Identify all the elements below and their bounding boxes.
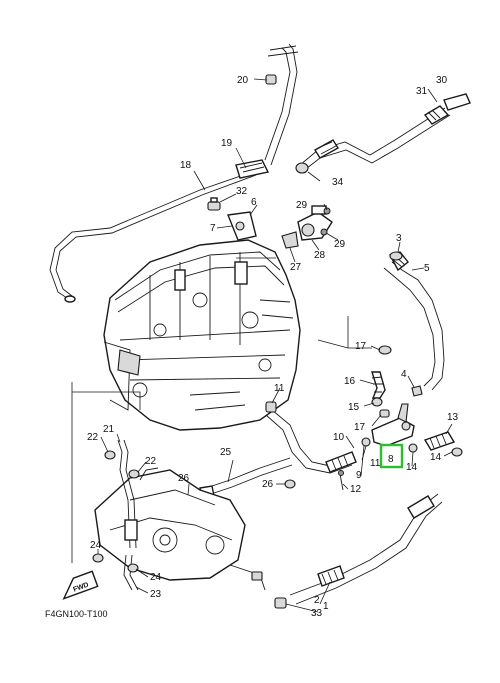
hose-13[interactable] [423,431,456,451]
fitting-6[interactable] [227,211,257,241]
tee-joint[interactable] [371,403,415,447]
callout-17a: 17 [355,341,367,352]
callout-numbers: 20 30 31 19 18 34 32 6 7 29 29 28 27 3 5… [87,75,459,619]
callout-25: 25 [220,447,232,458]
callout-30: 30 [436,75,448,86]
hose-25[interactable] [199,457,293,499]
clamp-33[interactable] [274,597,287,609]
hose-16[interactable] [371,371,386,399]
callout-7: 7 [210,223,216,234]
fitting-27[interactable] [281,231,299,249]
callout-29a: 29 [296,200,308,211]
callout-1: 1 [323,601,329,612]
callout-24a: 24 [90,540,102,551]
bolt-29[interactable] [320,207,331,236]
callout-26a: 26 [178,473,190,484]
callout-29b: 29 [334,239,346,250]
callout-23: 23 [150,589,162,600]
callout-9: 9 [356,470,362,481]
fwd-arrow-icon: FWD [62,570,99,600]
callout-17b: 17 [354,422,366,433]
callout-22a: 22 [87,432,99,443]
callout-11a: 11 [274,383,285,394]
callout-3: 3 [396,233,402,244]
callout-10: 10 [333,432,345,443]
hose-5[interactable] [383,251,445,391]
callout-22b: 22 [145,456,157,467]
callout-24b: 24 [150,572,162,583]
clamp-24-left[interactable] [92,553,104,563]
pipe-21[interactable] [117,439,138,549]
callout-16: 16 [344,376,356,387]
hose-19[interactable] [235,43,299,179]
callout-13: 13 [447,412,459,423]
leader-lines [97,78,453,613]
pipe-2[interactable] [289,493,443,605]
callout-2: 2 [314,595,320,606]
hose-23[interactable] [123,554,139,591]
callout-32: 32 [236,186,248,197]
callout-14b: 14 [430,452,442,463]
hose-31[interactable] [299,93,471,173]
callout-5: 5 [424,263,430,274]
callout-21: 21 [103,424,115,435]
hose-10[interactable] [325,451,357,473]
highlight-box-part-8 [379,443,404,469]
pump-housing [94,467,266,591]
clamp-15[interactable] [371,397,383,407]
callout-14a: 14 [406,462,418,473]
callout-26b: 26 [262,479,274,490]
clamp-22-upper[interactable] [104,450,116,460]
callout-33: 33 [311,608,323,619]
clamp-14-right[interactable] [451,447,463,457]
callout-28: 28 [314,250,326,261]
clamp-3[interactable] [389,251,403,261]
diagram-code: F4GN100-T100 [45,609,108,619]
callout-8: 8 [388,454,394,465]
callout-18: 18 [180,160,192,171]
clamp-34[interactable] [295,162,309,174]
callout-34: 34 [332,177,344,188]
callout-15: 15 [348,402,360,413]
callout-19: 19 [221,138,233,149]
clamp-14-left[interactable] [408,443,418,453]
callout-12: 12 [350,484,362,495]
callout-20: 20 [237,75,249,86]
clamp-24-right[interactable] [127,563,139,573]
callout-27: 27 [290,262,302,273]
reference-lines [71,257,372,563]
sensor-32[interactable] [207,197,221,211]
clamp-17-upper[interactable] [378,345,392,355]
hose-18[interactable] [49,169,259,303]
engine-block [103,239,301,431]
callout-31: 31 [416,86,428,97]
clamp-9[interactable] [361,437,371,447]
bolt-12[interactable] [338,470,344,491]
callout-11b: 11 [370,458,381,469]
clamp-17-lower[interactable] [379,409,390,418]
bracket-4[interactable] [411,385,423,397]
clamp-22-lower[interactable] [128,469,140,479]
clamp-26-right[interactable] [284,479,296,489]
callout-6: 6 [251,197,257,208]
clamp-20[interactable] [265,74,277,85]
callout-4: 4 [401,369,407,380]
